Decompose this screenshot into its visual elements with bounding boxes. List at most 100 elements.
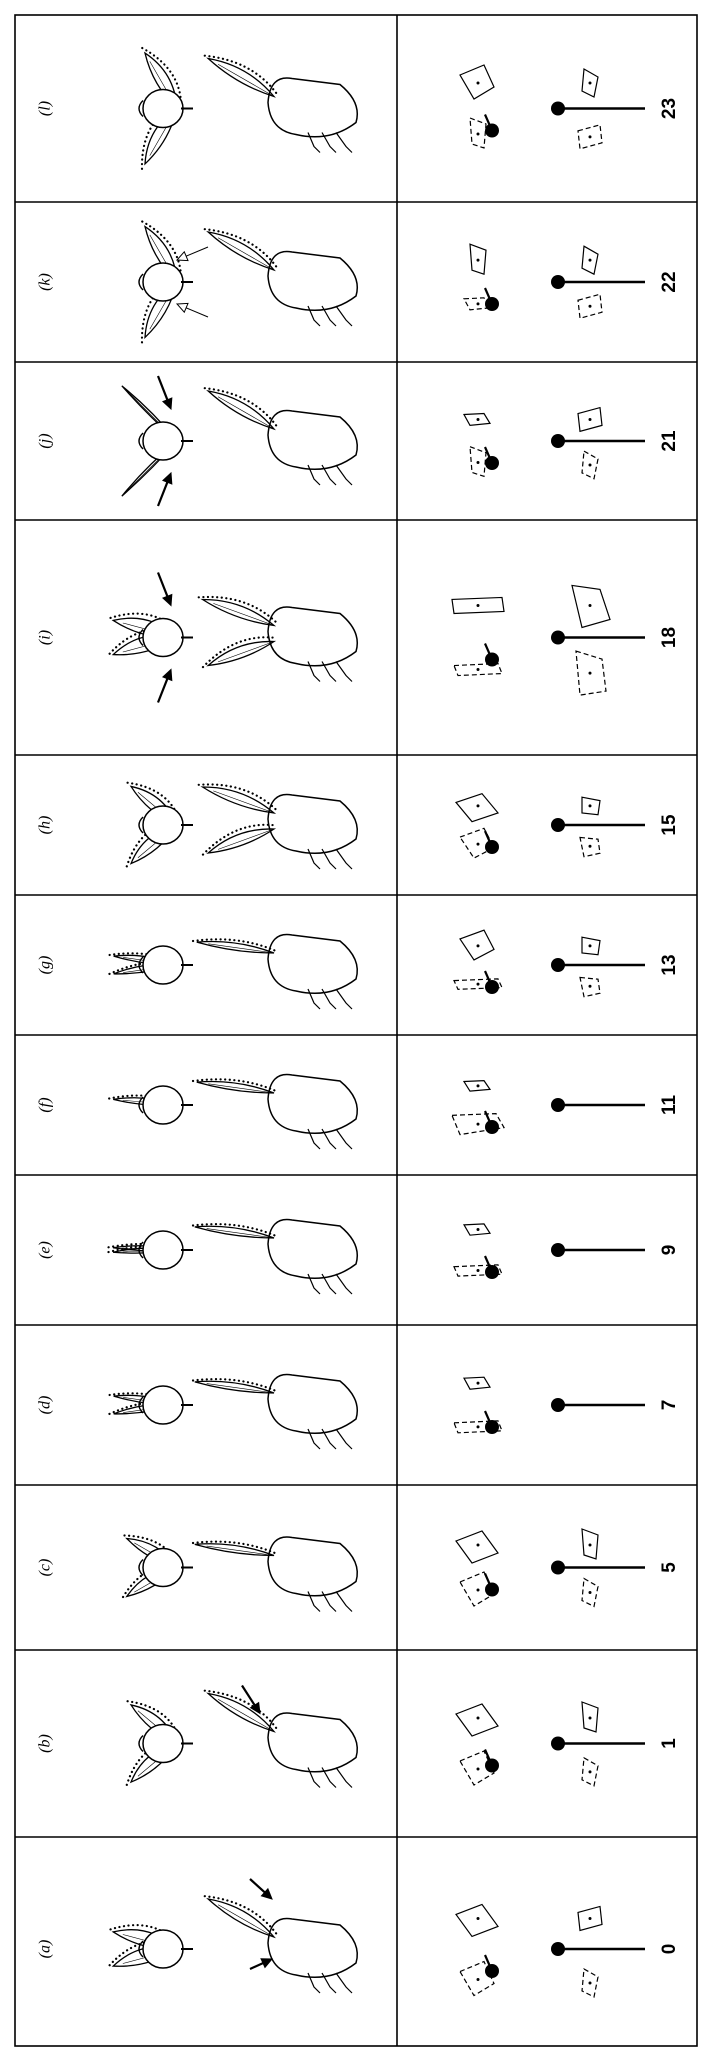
- arrow-head: [163, 473, 172, 484]
- arrow-head: [177, 303, 188, 312]
- arrow-head: [163, 670, 172, 681]
- fly-body-lateral: [268, 78, 357, 137]
- arrow-shaft: [158, 479, 169, 506]
- wing-centroid-dot: [477, 1084, 480, 1087]
- fly-body-lateral: [268, 607, 357, 666]
- wing-centroid-dot: [477, 302, 480, 305]
- fly-thorax: [143, 1549, 183, 1587]
- wing-centroid-dot: [477, 944, 480, 947]
- wing-centroid-dot: [477, 983, 480, 986]
- arrow-head: [163, 398, 172, 409]
- wing-centroid-dot: [589, 1917, 592, 1920]
- wing-centroid-dot: [589, 845, 592, 848]
- panel-label-e: (e): [37, 1241, 54, 1259]
- fly-thorax: [143, 806, 183, 844]
- fly-thorax: [143, 263, 183, 301]
- wing-centroid-dot: [589, 1717, 592, 1720]
- wing-centroid-dot: [589, 305, 592, 308]
- wing-centroid-dot: [477, 1123, 480, 1126]
- dorsal-fly-j: [122, 376, 193, 506]
- arrow-head: [163, 595, 172, 606]
- arrow-shaft: [158, 675, 169, 702]
- wing-centroid-dot: [589, 604, 592, 607]
- diagram-wing-hinge: [551, 102, 565, 116]
- dorsal-fly-g: [108, 946, 193, 984]
- fly-thorax: [143, 619, 183, 657]
- fly-leg: [336, 989, 352, 1009]
- panel-value-h: 15: [659, 814, 680, 836]
- fly-leg: [336, 849, 352, 869]
- lateral-fly-a: [203, 1879, 357, 1993]
- diagram-head-dot: [485, 1583, 499, 1597]
- wing-outline: [456, 794, 498, 822]
- wing-centroid-dot: [477, 1269, 480, 1272]
- fly-leg: [336, 306, 352, 326]
- diagram-wing-hinge: [551, 631, 565, 645]
- wing-centroid-dot: [589, 259, 592, 262]
- wing-centroid-dot: [477, 604, 480, 607]
- dorsal-fly-b: [126, 1701, 193, 1786]
- panel-value-c: 5: [659, 1562, 680, 1573]
- panel-value-a: 0: [659, 1944, 680, 1955]
- wing-centroid-dot: [477, 1717, 480, 1720]
- wing-vein: [218, 64, 274, 96]
- panel-label-c: (c): [37, 1559, 54, 1577]
- diagram-wing-hinge: [551, 958, 565, 972]
- wing-centroid-dot: [477, 668, 480, 671]
- fly-leg: [336, 1429, 352, 1449]
- fly-drawings: [107, 48, 357, 1993]
- panel-label-b: (b): [37, 1734, 54, 1753]
- wing-vein: [207, 1546, 274, 1555]
- wing-centroid-dot: [477, 1544, 480, 1547]
- wing-diagrams: [452, 65, 645, 1997]
- wing-centroid-dot: [589, 1981, 592, 1984]
- wing-vein: [218, 1699, 274, 1731]
- diagram-h: [456, 794, 645, 858]
- diagram-head-dot: [485, 1265, 499, 1279]
- wing-outline: [456, 1531, 498, 1563]
- wing-centroid-dot: [477, 1589, 480, 1592]
- dorsal-fly-a: [107, 1925, 193, 1968]
- fly-thorax: [143, 90, 183, 128]
- lateral-fly-j: [203, 388, 357, 485]
- wing-centroid-dot: [477, 1425, 480, 1428]
- wing-outline: [456, 1704, 498, 1736]
- fly-thorax: [143, 1930, 183, 1968]
- wing-centroid-dot: [477, 1978, 480, 1981]
- diagram-i: [452, 585, 645, 695]
- fly-leg: [336, 1973, 352, 1993]
- diagram-c: [456, 1529, 645, 1607]
- diagram-head-dot: [485, 1759, 499, 1773]
- dorsal-fly-i: [107, 573, 193, 703]
- lateral-fly-e: [189, 1220, 357, 1295]
- fly-leg: [336, 1768, 352, 1788]
- wing-centroid-dot: [589, 1544, 592, 1547]
- diagram-wing-hinge: [551, 1098, 565, 1112]
- lateral-fly-c: [189, 1537, 357, 1612]
- lateral-fly-k: [203, 229, 357, 326]
- lateral-fly-l: [203, 56, 357, 153]
- lateral-fly-f: [191, 1075, 357, 1150]
- panel-label-h: (h): [37, 816, 54, 835]
- fly-thorax: [143, 1231, 183, 1269]
- fly-leg: [336, 465, 352, 485]
- diagram-wing-hinge: [551, 1737, 565, 1751]
- dorsal-fly-f: [107, 1086, 193, 1124]
- panel-value-g: 13: [659, 954, 680, 975]
- wing-centroid-dot: [477, 133, 480, 136]
- panel-label-d: (d): [37, 1396, 54, 1415]
- panel-label-a: (a): [37, 1940, 54, 1959]
- wing-vein: [207, 1384, 274, 1393]
- dorsal-fly-k: [139, 221, 208, 342]
- wing-centroid-dot: [589, 463, 592, 466]
- panel-label-i: (i): [37, 630, 54, 645]
- diagram-wing-hinge: [551, 818, 565, 832]
- wing-centroid-dot: [589, 985, 592, 988]
- fly-body-lateral: [268, 1537, 357, 1596]
- wing-outline: [456, 1904, 498, 1936]
- panel-label-k: (k): [37, 273, 54, 291]
- fly-leg: [336, 662, 352, 682]
- diagram-b: [456, 1702, 645, 1786]
- diagram-head-dot: [485, 124, 499, 138]
